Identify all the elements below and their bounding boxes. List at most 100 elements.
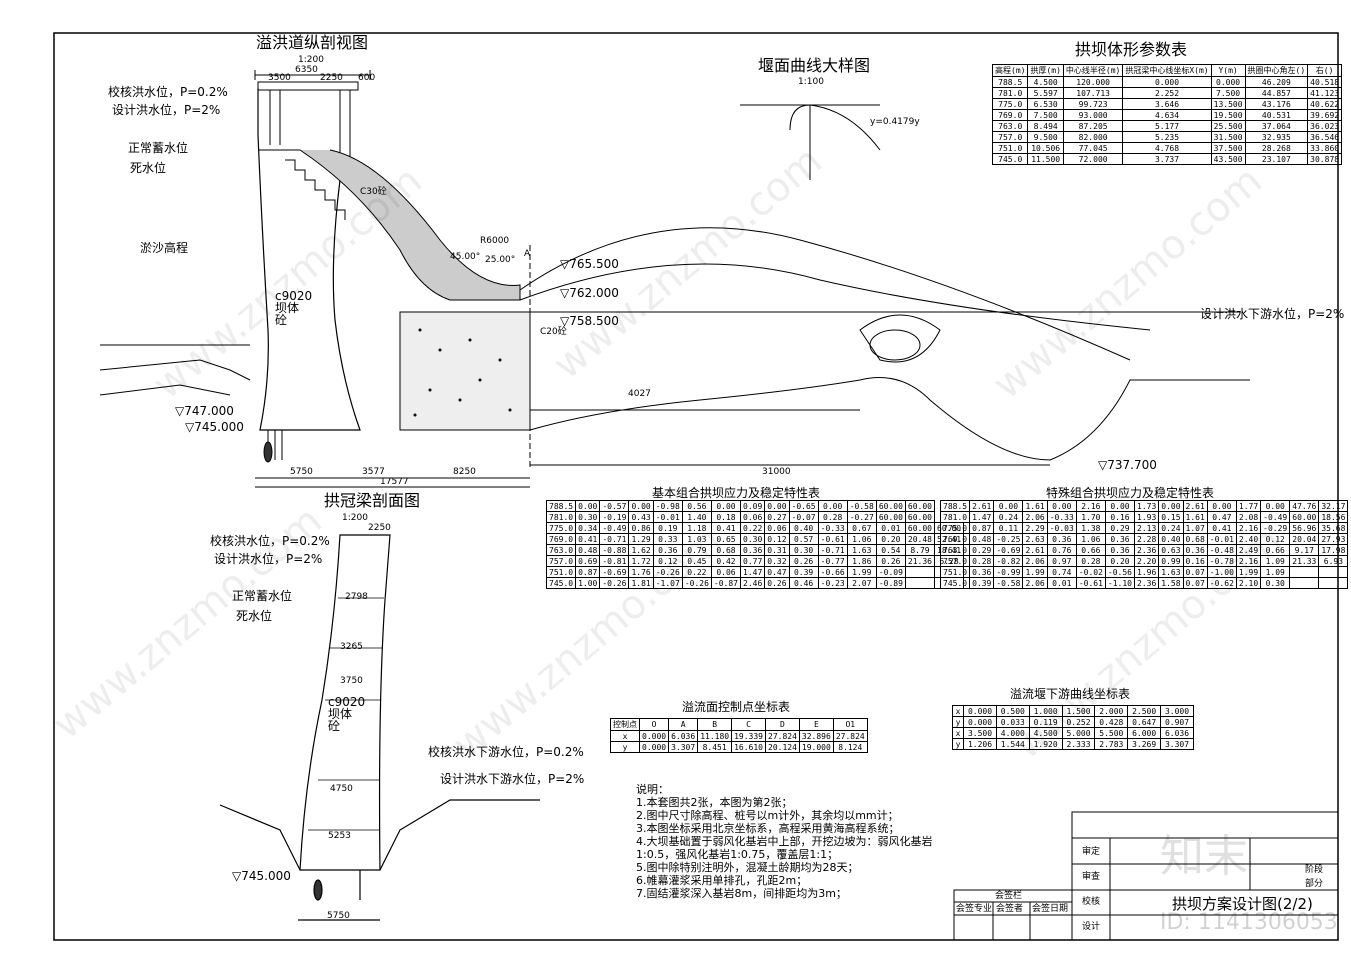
table-cell: 4.768 <box>1122 142 1212 154</box>
table-cell: 11.500 <box>1027 153 1064 165</box>
title-block <box>953 811 1339 941</box>
table-cell: 5.597 <box>1027 87 1064 99</box>
table-cell: 0.30 <box>739 533 766 545</box>
table-cell: 0.36 <box>1104 533 1136 545</box>
notes-list: 1.本套图共2张，本图为第2张；2.图中尺寸除高程、桩号以m计外，其余均以mm计… <box>636 796 936 900</box>
table-cell: 0.40 <box>788 522 819 534</box>
table-cell: -0.99 <box>993 566 1024 578</box>
table-cell: 0.43 <box>628 511 654 523</box>
table-header-cell: 右() <box>1307 64 1343 77</box>
table-cell: 1.06 <box>846 533 877 545</box>
table-cell: -0.56 <box>1104 566 1136 578</box>
dim-17577: 17577 <box>380 477 409 487</box>
table-cell: 35.68 <box>1318 522 1349 534</box>
table-cell: 0.30 <box>575 511 601 523</box>
table-cell: 0.19 <box>652 522 683 534</box>
table-cell: 6.036 <box>668 730 699 742</box>
table-cell: 3.269 <box>1127 738 1162 750</box>
arch-crown-scale: 1:200 <box>342 513 368 523</box>
table-cell: 0.01 <box>875 522 906 534</box>
table-cell: 0.000 <box>638 730 670 742</box>
table-cell: 39.692 <box>1307 109 1343 121</box>
table-cell: 0.16 <box>1104 511 1136 523</box>
table-cell: 2.46 <box>739 577 766 589</box>
table-cell: 19.500 <box>1210 109 1246 121</box>
table-cell: 0.66 <box>1075 544 1106 556</box>
table-cell: 2.29 <box>1022 522 1048 534</box>
table-cell: 2.61 <box>1182 500 1208 512</box>
table-cell: 1.99 <box>1022 566 1048 578</box>
table-cell: -0.65 <box>788 500 819 512</box>
table-cell: 788.5 <box>545 500 577 512</box>
note-item: 6.帷幕灌浆采用单排孔，孔距2m； <box>636 874 808 887</box>
table-cell: 775.0 <box>991 98 1029 110</box>
longitudinal-title: 溢洪道纵剖视图 <box>256 33 369 52</box>
table-header-row: 高程(m)拱厚(m)中心线半径(m)拱冠梁中心线坐标X(m)Y(m)拱圈中心角左… <box>991 64 1343 77</box>
table-cell: 0.11 <box>993 522 1024 534</box>
weir-curve-detail <box>740 104 881 180</box>
table-cell: 2.13 <box>1133 522 1160 534</box>
table-cell: 46.209 <box>1244 76 1309 88</box>
elev-737-7: ▽737.700 <box>1098 458 1157 472</box>
table-cell: 0.34 <box>575 522 601 534</box>
table-cell: 43.500 <box>1210 153 1246 165</box>
tb-review: 审定 <box>1082 847 1101 857</box>
table-cell: 0.77 <box>739 555 766 567</box>
table-cell: 1.920 <box>1028 738 1063 750</box>
elev-745-crown: ▽745.000 <box>232 869 291 883</box>
table-cell <box>1289 577 1320 589</box>
table-cell: 16.610 <box>731 741 766 753</box>
table-cell <box>1318 577 1349 589</box>
table-cell: -0.82 <box>993 555 1024 567</box>
table-cell: 0.00 <box>993 500 1024 512</box>
table-cell: -0.02 <box>1075 566 1106 578</box>
label-dead-level-2: 死水位 <box>236 609 273 623</box>
table-cell: 19.000 <box>798 741 834 753</box>
table-cell: -0.49 <box>599 522 630 534</box>
table-cell: 32.17 <box>1318 500 1349 512</box>
table-cell: 0.97 <box>1046 555 1077 567</box>
table-cell: 0.36 <box>969 566 995 578</box>
table-cell: -0.69 <box>993 544 1024 556</box>
table-cell: 0.76 <box>1046 544 1077 556</box>
table-cell: 0.29 <box>1104 522 1136 534</box>
table-cell: 33.860 <box>1307 142 1343 154</box>
table-cell: -0.25 <box>993 533 1024 545</box>
table-cell: 0.252 <box>1061 716 1096 728</box>
table-cell: 0.54 <box>875 544 906 556</box>
table-cell: 1.29 <box>628 533 654 545</box>
elev-765-5: ▽765.500 <box>560 257 619 271</box>
curve-table-title: 溢流堰下游曲线坐标表 <box>1010 687 1131 701</box>
label-design-flood: 设计洪水位，P=2% <box>112 103 221 117</box>
table-cell: 0.26 <box>764 577 790 589</box>
watermark-brand: 知末 <box>1160 831 1248 882</box>
table-cell: 1.86 <box>846 555 877 567</box>
table-cell: 751.0 <box>939 566 971 578</box>
table-cell: 0.74 <box>1046 566 1077 578</box>
table-cell: 8.494 <box>1027 120 1064 132</box>
table-cell: -0.09 <box>875 566 906 578</box>
table-cell: 0.39 <box>788 566 819 578</box>
table-cell: 0.29 <box>969 544 995 556</box>
table-cell: 0.000 <box>1122 76 1212 88</box>
tb-countersign: 会签栏 <box>995 891 1023 901</box>
note-item: 5.图中除特别注明外，混凝土龄期均为28天； <box>636 861 859 874</box>
table-cell: 0.00 <box>1046 500 1077 512</box>
table-cell: 1.93 <box>1133 511 1160 523</box>
table-cell: 0.69 <box>575 555 601 567</box>
table-cell: 0.12 <box>764 533 790 545</box>
table-cell: 2.36 <box>1133 544 1160 556</box>
table-cell: 0.63 <box>1158 544 1184 556</box>
table-cell <box>1318 566 1349 578</box>
table-cell: -0.07 <box>788 511 819 523</box>
table-cell: 30.878 <box>1307 153 1343 165</box>
